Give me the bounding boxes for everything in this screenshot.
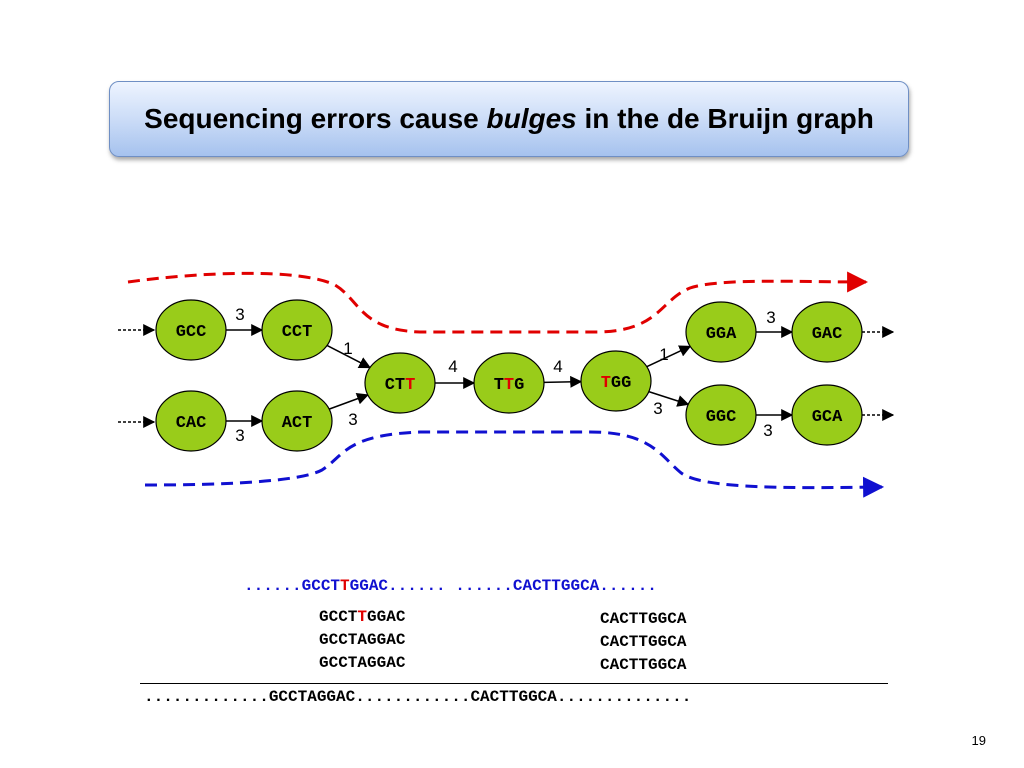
node-cac [155,390,227,452]
node-gga [685,301,757,363]
sequence-segment: GCCTAGGAC [319,631,406,649]
edge-tgg-ggc [648,390,690,407]
read-line: CACTTGGCA [600,633,686,651]
edge-weight: 3 [766,308,775,327]
node-tgg [580,350,652,412]
node-ggc [685,384,757,446]
sequence-segment: ...... [599,577,657,595]
sequence-segment: ...... [244,577,302,595]
aligned-kmer-line: ......GCCTTGGAC...... ......CACTTGGCA...… [244,577,657,595]
node-label: CTT [385,376,416,395]
node-label: CAC [176,414,207,433]
title-banner: Sequencing errors cause bulges in the de… [109,81,909,157]
edge-weight: 3 [235,305,244,324]
node-ttg [473,352,545,414]
read-line: GCCTAGGAC [319,631,405,649]
node-act [261,390,333,452]
node-label: GGA [706,325,737,344]
read-line: GCCTTGGAC [319,608,405,626]
edge-weight: 3 [653,399,662,418]
node-label: TTG [494,376,525,395]
node-ctt [364,352,436,414]
read-line: GCCTAGGAC [319,654,405,672]
title-post: in the de Bruijn graph [576,103,874,134]
sequence-segment: GGAC [349,577,389,595]
sequence-segment: CACTTGGCA [600,610,687,628]
edge-act-ctt [328,392,369,410]
node-cct [261,299,333,361]
graph-nodes: GCC CCT CAC ACT CTT TTG TGG GGA GAC GGC GCA [155,299,863,452]
sequence-segment: CACTTGGCA [512,577,600,595]
sequence-segment: CACTTGGCA [600,656,687,674]
node-gca [791,384,863,446]
node-gcc [155,299,227,361]
edge-weight: 4 [553,357,562,376]
edge-ttg-tgg [543,375,583,388]
read-line: CACTTGGCA [600,656,686,674]
node-label: GAC [812,325,843,344]
read-line: CACTTGGCA [600,610,686,628]
node-label: GCC [176,323,207,342]
edge-weight: 1 [659,345,668,364]
sequence-segment: T [357,608,368,626]
read-path-top [127,271,869,334]
edge-weight: 3 [763,421,772,440]
node-label: GGC [706,408,737,427]
sequence-segment: GCCTAGGAC [319,654,406,672]
graph-edges: 3 3 1 3 4 4 1 3 3 3 [226,305,794,445]
sequence-segment: ...... ...... [388,577,513,595]
edge-weight: 4 [448,357,457,376]
edge-weight: 1 [343,339,352,358]
sequence-segment: GCCT [301,577,341,595]
node-gac [791,301,863,363]
node-label: GCA [812,408,843,427]
sequence-segment: GGAC [367,608,406,626]
node-label: CCT [282,323,313,342]
read-path-bottom [144,430,885,498]
edge-weight: 3 [235,426,244,445]
node-label: TGG [601,374,632,393]
slide-title: Sequencing errors cause bulges in the de… [144,103,874,135]
title-emphasis: bulges [486,103,577,134]
entry-exit-arrows [118,324,895,428]
sequence-segment: GCCT [319,608,358,626]
title-pre: Sequencing errors cause [144,103,487,134]
sequence-segment: CACTTGGCA [600,633,687,651]
genome-divider [140,683,888,684]
edge-cct-ctt [326,344,372,369]
node-label: ACT [282,414,313,433]
edge-weight: 3 [348,410,357,429]
edge-tgg-gga [646,345,692,368]
page-number: 19 [971,733,986,748]
genome-line: .............GCCTAGGAC............CACTTG… [144,688,692,706]
sequence-segment: T [340,577,350,595]
